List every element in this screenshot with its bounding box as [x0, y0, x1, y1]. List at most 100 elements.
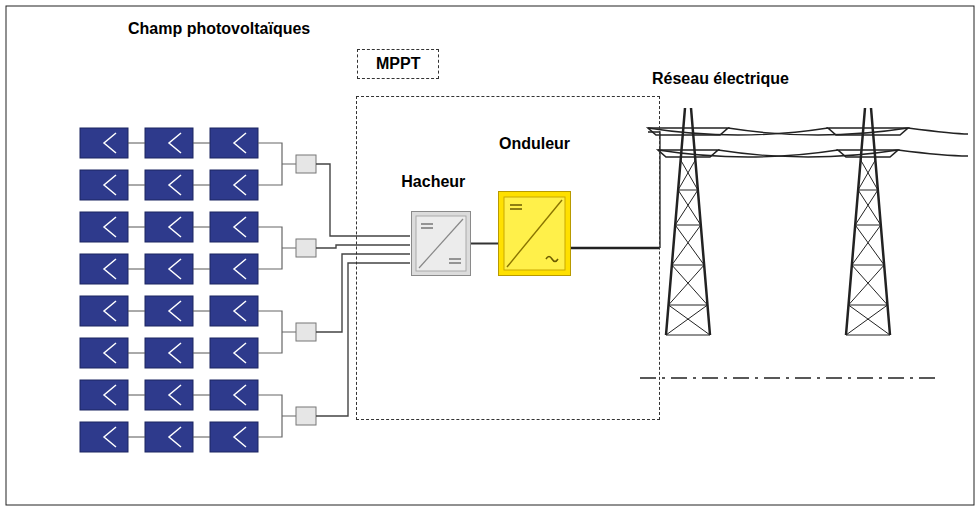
pv-panel: [210, 170, 258, 200]
string-wire: [258, 227, 296, 269]
dc-wires: [258, 143, 410, 437]
component-label: Hacheur: [401, 173, 465, 191]
pv-panel: [80, 338, 128, 368]
junction-box: [296, 323, 316, 341]
dc-wire: [316, 254, 410, 332]
string-wire: [258, 311, 296, 353]
panel-link: [128, 353, 145, 354]
grid-label: Réseau électrique: [652, 70, 789, 88]
string-wire: [258, 395, 296, 437]
panel-mark: [104, 427, 116, 447]
panel-mark: [234, 343, 246, 363]
inverter-symbol: [498, 191, 571, 276]
panel-link: [193, 269, 210, 270]
pv-panel: [210, 380, 258, 410]
chopper-box: Hacheur: [411, 211, 471, 276]
panel-mark: [104, 385, 116, 405]
pv-panel: [80, 254, 128, 284]
pv-panel: [145, 422, 193, 452]
pv-panel: [210, 422, 258, 452]
frame: [6, 6, 974, 505]
panel-mark: [234, 385, 246, 405]
power-line: [908, 128, 968, 134]
pv-panel: [145, 254, 193, 284]
panel-link: [193, 353, 210, 354]
inverter-box: Onduleur: [498, 191, 571, 276]
panel-link: [193, 143, 210, 144]
pv-panel: [145, 128, 193, 158]
connector: [471, 243, 498, 245]
pv-panel: [210, 296, 258, 326]
panel-mark: [104, 301, 116, 321]
panel-mark: [104, 175, 116, 195]
pv-panel: [210, 254, 258, 284]
pv-panel: [145, 170, 193, 200]
pv-panel: [210, 338, 258, 368]
panel-mark: [104, 259, 116, 279]
panel-link: [128, 395, 145, 396]
grid-feed-wire: [570, 247, 660, 250]
dc-wire: [316, 245, 410, 248]
panel-link: [193, 185, 210, 186]
panel-mark: [234, 217, 246, 237]
power-line: [728, 128, 908, 135]
panel-mark: [104, 217, 116, 237]
pv-panel: [80, 380, 128, 410]
panel-mark: [169, 217, 181, 237]
panel-mark: [169, 343, 181, 363]
converter-group: HacheurOnduleurMPPT: [356, 96, 660, 420]
pv-field: [80, 128, 258, 452]
panel-mark: [234, 259, 246, 279]
component-label: Onduleur: [499, 135, 570, 153]
dc-wire: [316, 263, 410, 416]
pylon: [648, 108, 728, 335]
panel-link: [128, 269, 145, 270]
pv-panel: [80, 212, 128, 242]
feed-line: [648, 132, 660, 248]
pv-panel: [80, 422, 128, 452]
panel-link: [128, 437, 145, 438]
panel-link: [193, 311, 210, 312]
dc-wire: [316, 164, 410, 236]
power-line: [898, 150, 968, 156]
panel-link: [128, 185, 145, 186]
panel-mark: [169, 175, 181, 195]
panel-mark: [234, 301, 246, 321]
pv-panel: [210, 128, 258, 158]
pv-panel: [145, 338, 193, 368]
panel-link: [193, 227, 210, 228]
panel-mark: [169, 427, 181, 447]
pv-panel: [80, 170, 128, 200]
pv-panel: [145, 212, 193, 242]
pylon: [828, 108, 908, 335]
panel-link: [193, 395, 210, 396]
pv-panel: [80, 128, 128, 158]
panel-link: [128, 227, 145, 228]
panel-mark: [104, 133, 116, 153]
string-wire: [258, 143, 296, 185]
power-line: [718, 150, 898, 157]
mppt-tag: MPPT: [357, 49, 439, 79]
panel-mark: [169, 385, 181, 405]
panel-link: [193, 437, 210, 438]
junction-box: [296, 239, 316, 257]
junction-box: [296, 407, 316, 425]
pv-panel: [80, 296, 128, 326]
panel-mark: [104, 343, 116, 363]
chopper-symbol: [411, 211, 471, 276]
panel-mark: [169, 301, 181, 321]
pv-panel: [210, 212, 258, 242]
panel-link: [128, 311, 145, 312]
panel-mark: [169, 133, 181, 153]
field-title: Champ photovoltaïques: [128, 20, 310, 38]
ground-line: [640, 377, 940, 379]
pv-panel: [145, 380, 193, 410]
panel-link: [128, 143, 145, 144]
panel-mark: [169, 259, 181, 279]
panel-mark: [234, 175, 246, 195]
pv-panel: [145, 296, 193, 326]
junction-box: [296, 155, 316, 173]
